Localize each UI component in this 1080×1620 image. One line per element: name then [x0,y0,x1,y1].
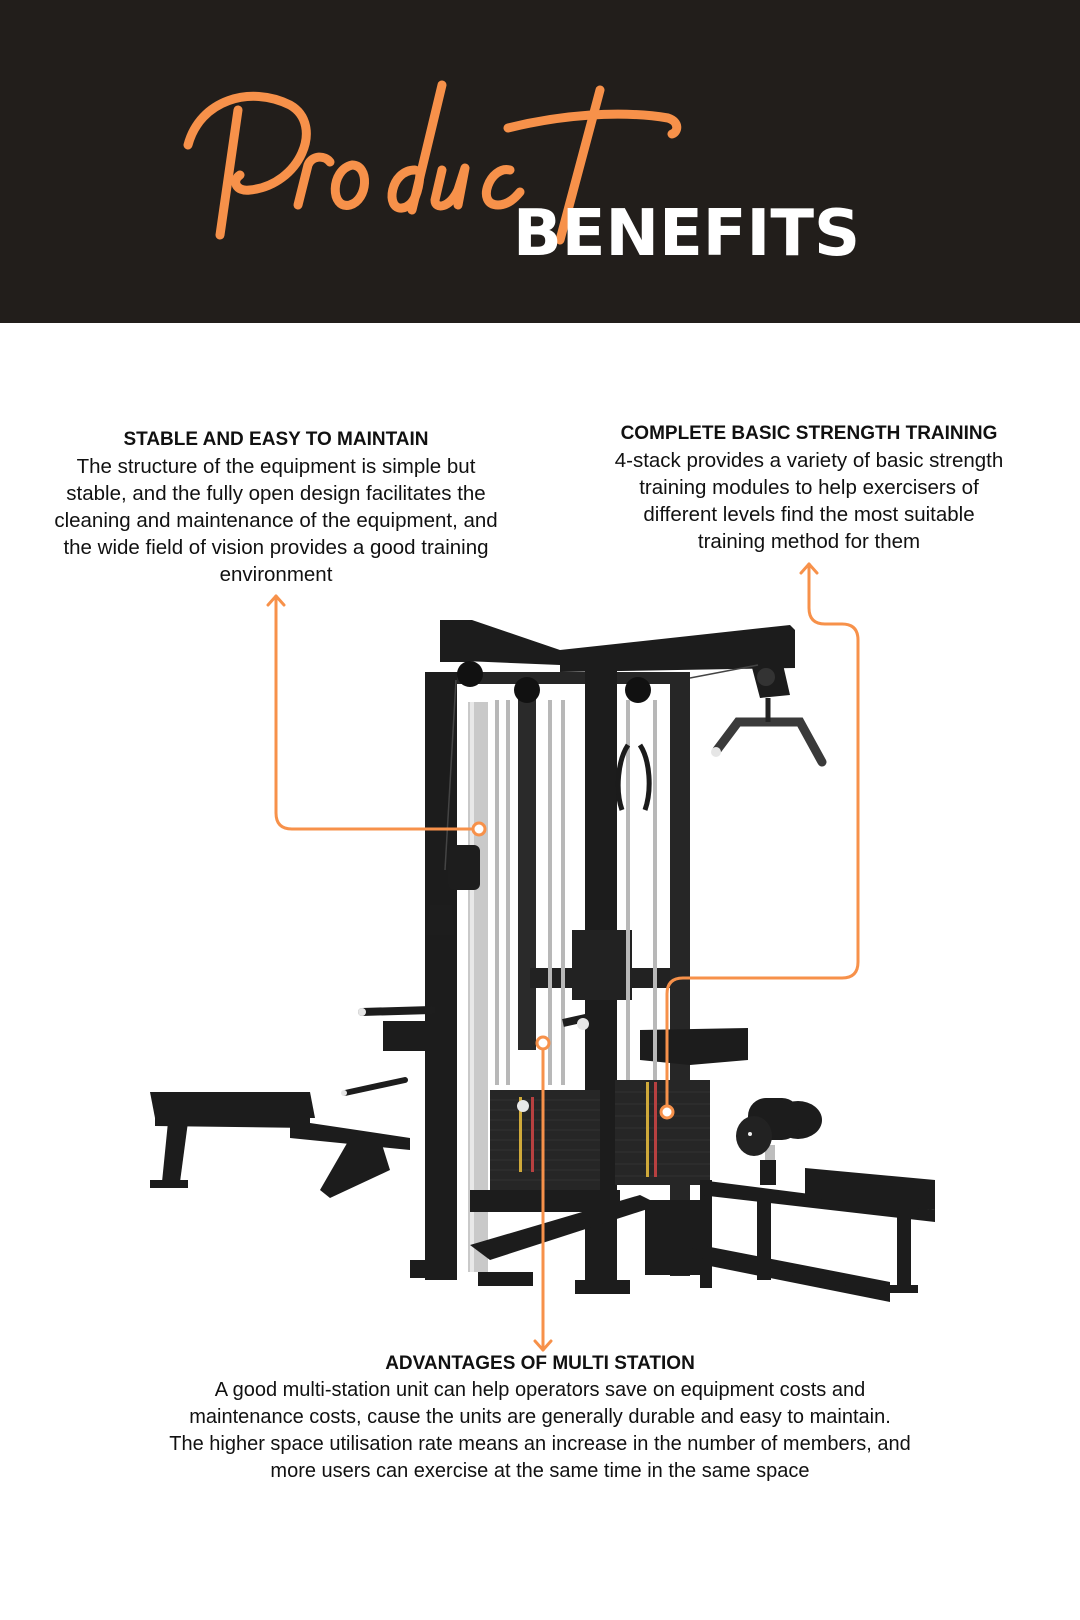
callout-multi-station: ADVANTAGES OF MULTI STATION A good multi… [90,1350,990,1485]
callout-text-line: training method for them [697,530,921,553]
callout-text-line: training modules to help exercisers of [639,476,979,499]
callout-text-line: The structure of the equipment is simple… [76,455,476,478]
callout-strength-training: COMPLETE BASIC STRENGTH TRAINING 4-stack… [580,420,1038,555]
row-bench [150,1092,410,1198]
callout-title: ADVANTAGES OF MULTI STATION [385,1353,695,1374]
script-wordmark-icon [183,80,682,245]
script-title-product [180,70,720,250]
callout-text-line: The higher space utilisation rate means … [169,1433,911,1455]
callout-stable-maintain: STABLE AND EASY TO MAINTAIN The structur… [26,426,526,588]
callout-text-line: maintenance costs, cause the units are g… [189,1406,891,1428]
ab-bench [700,1098,935,1294]
callout-title: STABLE AND EASY TO MAINTAIN [123,429,429,450]
callout-text-line: more users can exercise at the same time… [270,1460,810,1482]
header-banner: BENEFITS [0,0,1080,323]
callout-text-line: the wide field of vision provides a good… [63,536,489,559]
weight-stack-left [490,1090,600,1190]
weight-stack-right [615,1080,710,1185]
callout-text-line: 4-stack provides a variety of basic stre… [614,449,1004,472]
callout-text-line: A good multi-station unit can help opera… [214,1379,866,1401]
callout-text-line: stable, and the fully open design facili… [66,482,486,505]
callout-title: COMPLETE BASIC STRENGTH TRAINING [620,423,998,444]
benefits-heading: BENEFITS [513,197,861,271]
callout-text-line: environment [219,563,333,586]
callout-text-line: cleaning and maintenance of the equipmen… [54,509,498,532]
callout-text-line: different levels find the most suitable [643,503,975,526]
